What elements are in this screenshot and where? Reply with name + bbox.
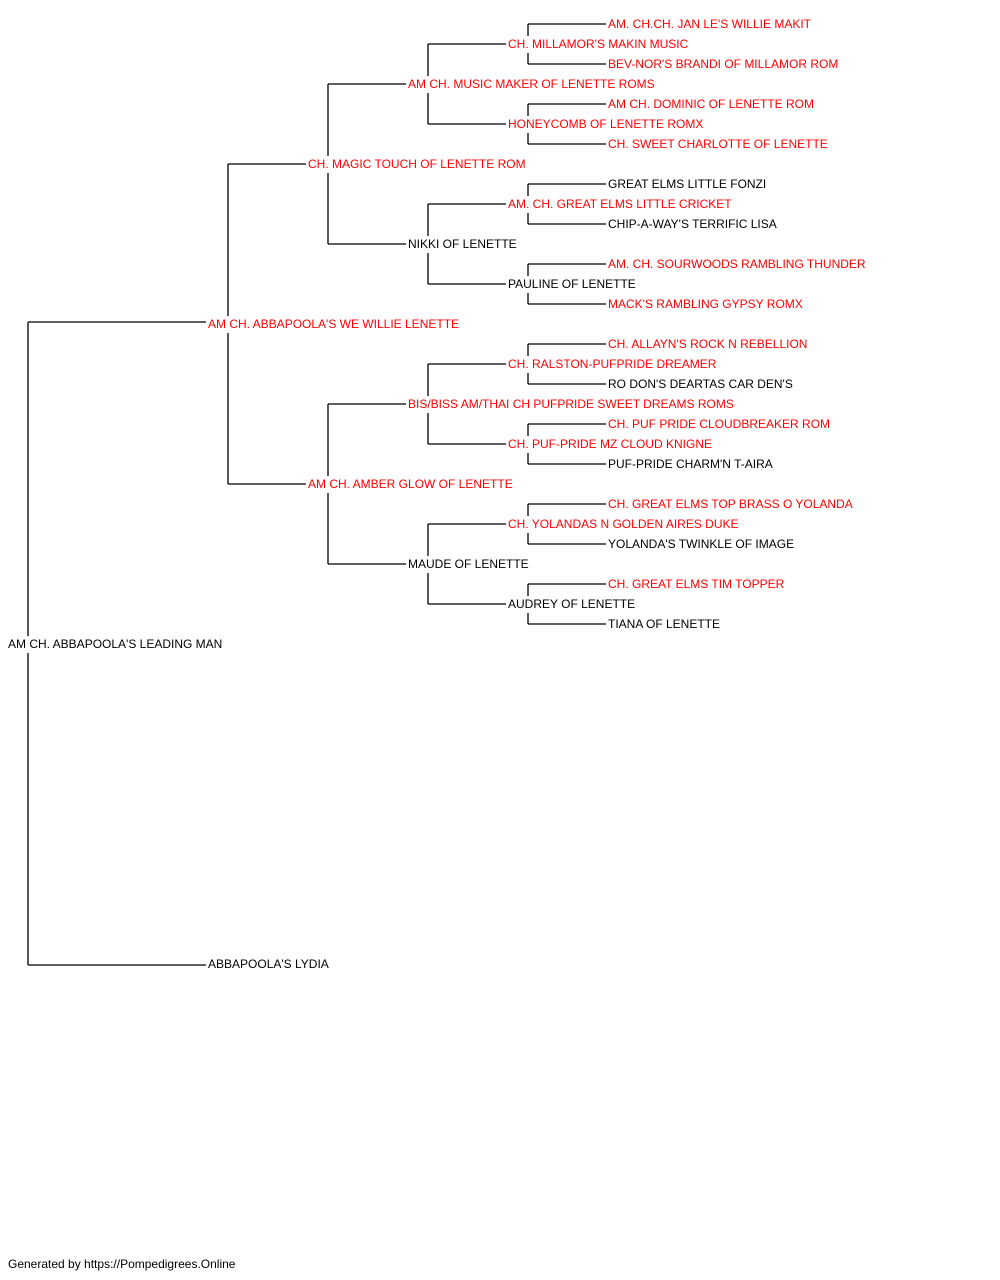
dog-name[interactable]: AM CH. ABBAPOOLA'S LEADING MAN [6, 637, 225, 651]
sire-name[interactable]: CH. MAGIC TOUCH OF LENETTE ROM [306, 157, 528, 171]
sire-name[interactable]: AM. CH.CH. JAN LE'S WILLIE MAKIT [606, 17, 813, 31]
sire-name[interactable]: AM. CH. SOURWOODS RAMBLING THUNDER [606, 257, 868, 271]
sire-name[interactable]: AM CH. DOMINIC OF LENETTE ROM [606, 97, 817, 111]
dam-name[interactable]: CH. SWEET CHARLOTTE OF LENETTE [606, 137, 830, 151]
dam-name[interactable]: ABBAPOOLA'S LYDIA [206, 957, 331, 971]
dam-name[interactable]: HONEYCOMB OF LENETTE ROMX [506, 117, 706, 131]
sire-name[interactable]: AM CH. MUSIC MAKER OF LENETTE ROMS [406, 77, 657, 91]
dam-name[interactable]: CH. PUF-PRIDE MZ CLOUD KNIGNE [506, 437, 715, 451]
dam-name[interactable]: PUF-PRIDE CHARM'N T-AIRA [606, 457, 775, 471]
dam-name[interactable]: AUDREY OF LENETTE [506, 597, 638, 611]
sire-name[interactable]: CH. GREAT ELMS TIM TOPPER [606, 577, 787, 591]
dam-name[interactable]: MACK'S RAMBLING GYPSY ROMX [606, 297, 805, 311]
sire-name[interactable]: CH. ALLAYN'S ROCK N REBELLION [606, 337, 810, 351]
dam-name[interactable]: NIKKI OF LENETTE [406, 237, 519, 251]
sire-name[interactable]: CH. YOLANDAS N GOLDEN AIRES DUKE [506, 517, 741, 531]
sire-name[interactable]: BIS/BISS AM/THAI CH PUFPRIDE SWEET DREAM… [406, 397, 736, 411]
dam-name[interactable]: CHIP-A-WAY'S TERRIFIC LISA [606, 217, 779, 231]
sire-name[interactable]: AM. CH. GREAT ELMS LITTLE CRICKET [506, 197, 734, 211]
sire-name[interactable]: CH. PUF PRIDE CLOUDBREAKER ROM [606, 417, 833, 431]
sire-name[interactable]: GREAT ELMS LITTLE FONZI [606, 177, 769, 191]
sire-name[interactable]: CH. MILLAMOR'S MAKIN MUSIC [506, 37, 691, 51]
dam-name[interactable]: MAUDE OF LENETTE [406, 557, 531, 571]
dam-name[interactable]: AM CH. AMBER GLOW OF LENETTE [306, 477, 515, 491]
footer-credit: Generated by https://Pompedigrees.Online [8, 1257, 236, 1271]
sire-name[interactable]: CH. RALSTON-PUFPRIDE DREAMER [506, 357, 719, 371]
dam-name[interactable]: TIANA OF LENETTE [606, 617, 723, 631]
dam-name[interactable]: BEV-NOR'S BRANDI OF MILLAMOR ROM [606, 57, 841, 71]
sire-name[interactable]: CH. GREAT ELMS TOP BRASS O YOLANDA [606, 497, 855, 511]
dam-name[interactable]: PAULINE OF LENETTE [506, 277, 638, 291]
sire-name[interactable]: AM CH. ABBAPOOLA'S WE WILLIE LENETTE [206, 317, 462, 331]
dam-name[interactable]: YOLANDA'S TWINKLE OF IMAGE [606, 537, 797, 551]
dam-name[interactable]: RO DON'S DEARTAS CAR DEN'S [606, 377, 795, 391]
